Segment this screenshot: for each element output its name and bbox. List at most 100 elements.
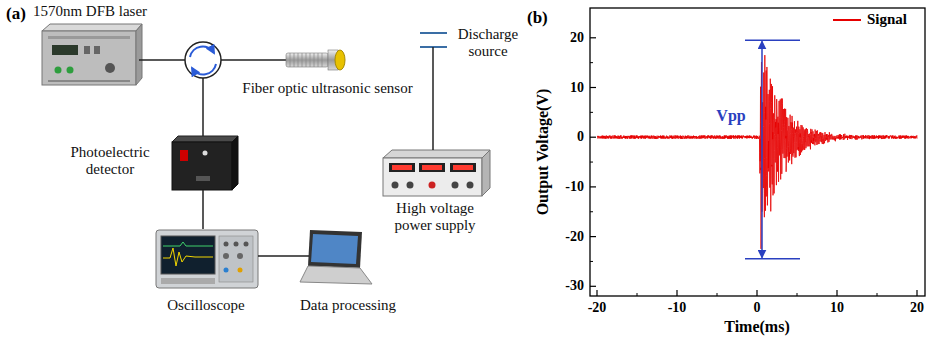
fiber-line <box>202 78 204 137</box>
device-label: 1570nm DFB laser <box>33 3 147 20</box>
detector-unit <box>172 136 238 190</box>
oscilloscope-unit <box>224 242 229 247</box>
power-supply-unit <box>419 163 445 172</box>
axis-title: Output Voltage(V) <box>534 89 552 216</box>
power-supply-unit <box>450 163 476 172</box>
legend-entry: Signal <box>832 11 907 28</box>
axis-tick-label: 0 <box>577 129 584 144</box>
axis-ticks <box>916 290 917 296</box>
sensor-probe <box>286 50 345 70</box>
fiber-line <box>139 59 185 61</box>
oscilloscope-unit <box>238 268 243 273</box>
axis-ticks <box>590 38 917 296</box>
axis-tick-label: 10 <box>570 80 584 95</box>
detector-device: Photoelectric detector <box>60 132 240 190</box>
laser-unit <box>42 31 136 85</box>
axis-ticks <box>590 62 593 63</box>
oscilloscope-unit <box>161 236 215 274</box>
axis-ticks <box>590 261 593 262</box>
laser-unit <box>48 80 130 82</box>
signal-trace <box>597 55 917 249</box>
axis-ticks <box>877 293 878 296</box>
oscilloscope-unit <box>163 242 213 246</box>
sensor-probe <box>322 53 323 67</box>
sensor-probe <box>286 53 328 67</box>
annotation-label: Vpp <box>716 107 745 125</box>
oscilloscope-unit <box>156 230 262 288</box>
laptop-computer <box>296 255 309 257</box>
axis-ticks <box>590 286 596 287</box>
laser-device: 1570nm DFB laser <box>28 2 152 88</box>
vpp-marker <box>745 258 800 260</box>
axis-ticks <box>590 211 593 212</box>
power-supply-unit <box>389 163 415 172</box>
computer-device: Data processing <box>296 229 400 320</box>
oscilloscope-unit <box>224 268 229 273</box>
sensor-probe <box>314 53 315 67</box>
oscilloscope-device: Oscilloscope <box>150 229 262 320</box>
signal-wire <box>262 255 296 257</box>
axis-title: Time(ms) <box>724 318 789 336</box>
axis-tick-label: -30 <box>565 279 584 294</box>
power-supply-unit <box>422 165 442 170</box>
sensor-probe <box>298 53 299 67</box>
laptop-computer <box>296 230 372 284</box>
detector-unit <box>172 136 238 142</box>
laser-unit <box>136 24 142 85</box>
detector-unit <box>232 136 238 190</box>
laser-unit <box>55 67 62 74</box>
sensor-probe <box>290 53 291 67</box>
power-supply-unit <box>482 150 490 196</box>
circulator-symbol <box>185 42 221 78</box>
oscilloscope-unit <box>234 242 239 247</box>
detector-unit <box>203 151 208 156</box>
oscilloscope-unit <box>161 278 215 284</box>
axis-tick-label: 20 <box>570 30 584 45</box>
sensor-probe <box>294 53 295 67</box>
laptop-computer <box>308 230 362 268</box>
detector-unit <box>196 176 210 181</box>
laser-unit <box>105 63 115 73</box>
oscilloscope-unit <box>219 236 253 282</box>
axis-tick-label: -10 <box>565 179 584 194</box>
laser-unit <box>84 46 90 54</box>
oscilloscope-unit <box>237 253 243 259</box>
axis-ticks <box>637 293 638 296</box>
detector-unit <box>180 150 188 161</box>
oscilloscope-unit <box>156 230 258 288</box>
discharge-electrodes <box>420 32 447 34</box>
device-label: Oscilloscope <box>167 297 244 314</box>
circulator-symbol <box>192 64 216 74</box>
vpp-marker <box>745 40 800 259</box>
axis-ticks <box>590 236 596 237</box>
power-supply-unit <box>392 182 399 189</box>
power-supply-unit <box>453 165 473 170</box>
laser-unit <box>67 67 74 74</box>
fiber-line <box>221 59 286 61</box>
laser-unit <box>48 36 130 39</box>
device-label: High voltage power supply <box>385 200 485 234</box>
oscilloscope-unit <box>258 255 262 257</box>
axis-tick-label: -20 <box>588 300 607 315</box>
sensor-probe <box>306 53 307 67</box>
discharge-source: Discharge source <box>415 24 525 64</box>
device-label: Fiber optic ultrasonic sensor <box>242 80 412 97</box>
circulator-symbol <box>185 42 221 78</box>
axis-ticks <box>836 290 837 296</box>
axis-tick-label: 20 <box>910 300 924 315</box>
power-supply-unit <box>383 158 482 196</box>
device-label: Photoelectric detector <box>60 144 160 178</box>
power-supply-unit <box>429 182 436 189</box>
laser-unit <box>94 46 100 54</box>
plot-frame <box>590 8 925 296</box>
axis-tick-label: 0 <box>754 300 761 315</box>
sensor-probe <box>335 50 345 70</box>
panel-label: (a) <box>6 5 26 24</box>
device-label: Data processing <box>300 297 396 314</box>
axis-tick-label: -10 <box>668 300 687 315</box>
axis-tick-label: -20 <box>565 229 584 244</box>
power-supply-unit <box>407 182 414 189</box>
legend-text: Signal <box>867 11 907 28</box>
